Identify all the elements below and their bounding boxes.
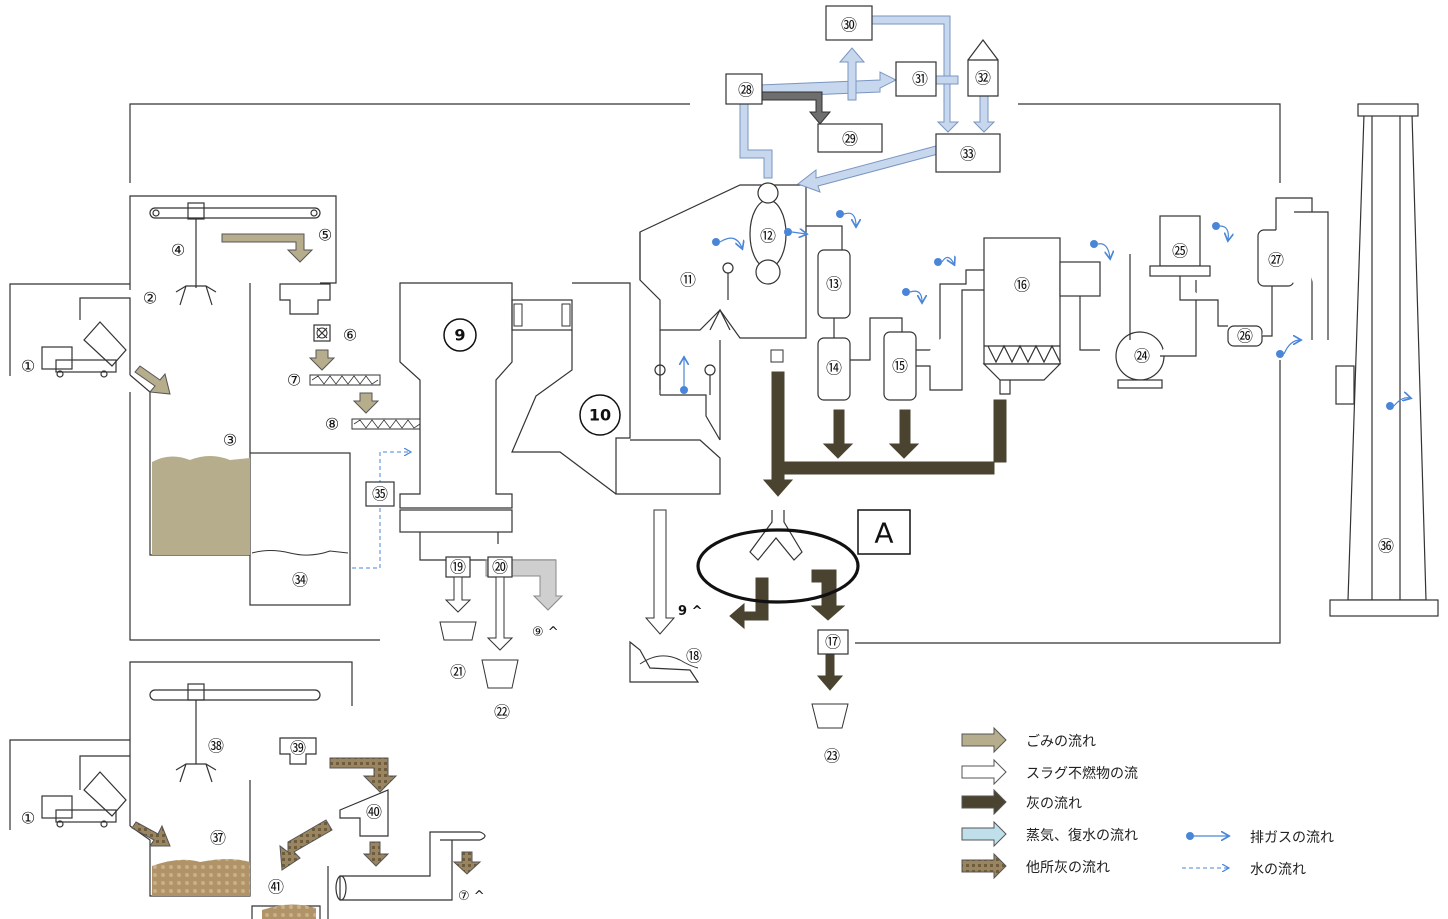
marker-8: ⑧ [325,415,339,434]
marker-28: ㉘ [738,81,754,100]
legend-slag: スラグ不燃物の流 [1026,765,1138,782]
marker-38: ㊳ [208,737,224,756]
legend-waste: ごみの流れ [1026,734,1096,750]
marker-6: ⑥ [343,326,357,345]
hopper [279,283,331,315]
second-building [9,661,486,919]
stack [1329,103,1439,617]
ref-to-9-slag: ⑨ ^ [532,625,559,640]
ref-to-9-ash: 9 ^ [678,604,702,619]
marker-10: 10 [589,406,611,425]
legend-steam: 蒸気、復水の流れ [1026,827,1138,844]
marker-12: ⑫ [760,227,776,246]
marker-25: ㉕ [1172,242,1188,261]
crane [149,202,321,306]
legend-water: 水の流れ [1250,862,1306,878]
ash-flow [729,371,1007,691]
marker-9: 9 [454,326,465,345]
legend-ash: 灰の流れ [1026,796,1082,812]
marker-27: ㉗ [1268,251,1284,270]
gas-indicators [680,210,1394,410]
steam-flow [739,15,996,193]
marker-7: ⑦ [287,371,301,390]
legend [961,726,1007,880]
waste-flow-arrows [134,233,380,414]
marker-16: ⑯ [1014,276,1030,295]
container-23 [811,703,849,729]
marker-4: ④ [171,241,185,260]
marker-22: ㉒ [494,703,510,722]
marker-21: ㉑ [450,663,466,682]
slag-yard [629,640,700,683]
screw-feeder-8 [351,418,421,430]
marker-29: ㉙ [842,130,858,149]
truck-icon-2 [41,771,127,828]
container-22 [481,659,519,689]
container-21 [439,621,477,641]
marker-39: ㊴ [290,739,306,758]
marker-15: ⑮ [892,357,908,376]
marker-32: ㉜ [975,69,991,88]
marker-33: ㉝ [960,145,976,164]
marker-40: ㊵ [366,803,382,822]
marker-23: ㉓ [824,747,840,766]
melting-furnace [399,282,556,561]
marker-34: ㉞ [292,571,308,590]
ref-to-7: ⑦ ^ [458,889,485,904]
marker-13: ⑬ [826,275,842,294]
marker-30: ㉚ [841,16,857,35]
waste-pile [152,456,250,555]
area-a-label: A [874,517,893,550]
area-a-circle [696,528,860,604]
marker-37: ㊲ [210,829,226,848]
marker-36: ㊱ [1378,537,1394,556]
legend-other-ash: 他所灰の流れ [1026,860,1110,876]
marker-24: ㉔ [1134,347,1150,366]
truck-icon [41,321,127,378]
marker-14: ⑭ [826,359,842,378]
marker-1: ① [21,357,35,376]
gas-treatment [806,197,1355,405]
marker-2: ② [143,289,157,308]
marker-41: ㊶ [268,878,284,897]
legend-exhaust: 排ガスの流れ [1250,830,1334,846]
other-ash-flow [131,757,482,875]
marker-5: ⑤ [318,226,332,245]
marker-18: ⑱ [686,647,702,666]
building-outline [129,103,1281,644]
marker-35: ㉟ [372,485,388,504]
marker-1b: ① [21,809,35,828]
marker-17: ⑰ [825,633,841,652]
boiler [639,184,807,440]
marker-11: ⑪ [680,271,696,290]
marker-26: ㉖ [1237,327,1253,346]
marker-19: ⑲ [450,558,466,577]
marker-20: ⑳ [492,558,508,577]
marker-31: ㉛ [912,70,928,89]
marker-3: ③ [223,431,237,450]
